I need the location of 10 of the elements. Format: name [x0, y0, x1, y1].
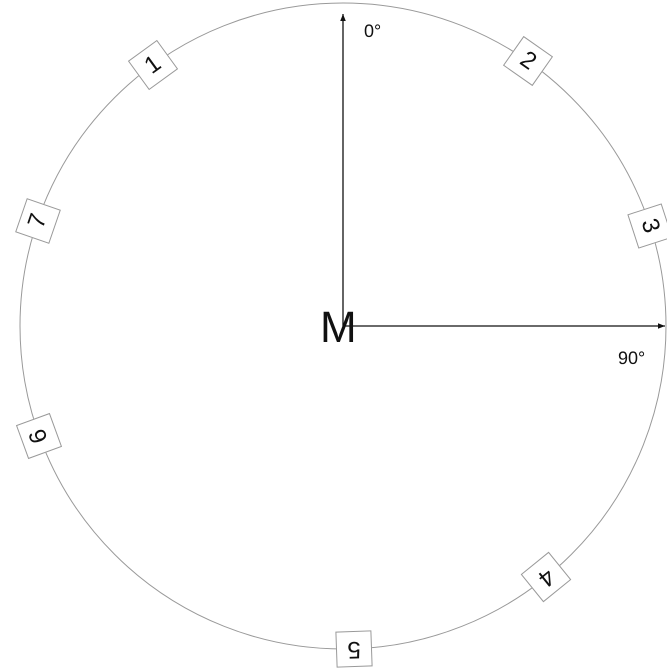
number-tag: 2	[503, 36, 554, 86]
angle-label: 90°	[618, 349, 646, 367]
number-tag: 6	[16, 413, 63, 460]
number-tag: 3	[628, 204, 667, 249]
center-label: M	[320, 306, 357, 350]
number-tag: 5	[336, 630, 373, 668]
number-tag: 1	[128, 40, 178, 90]
angle-label: 0°	[364, 22, 382, 40]
number-tag: 7	[14, 198, 60, 244]
number-tag: 4	[520, 552, 572, 602]
